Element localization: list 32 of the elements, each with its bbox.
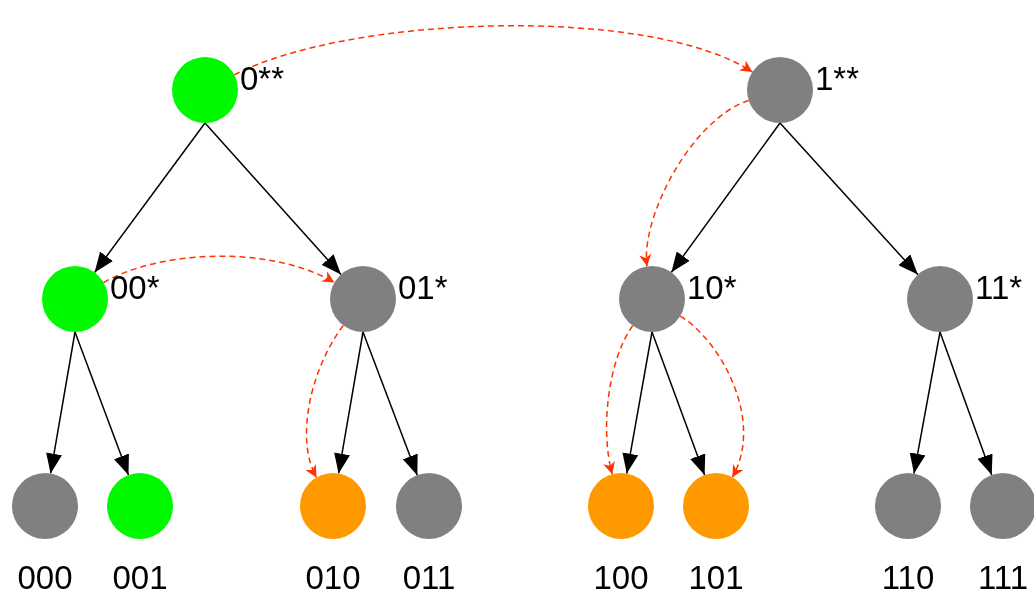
node-label: 111	[977, 561, 1029, 590]
arrow	[909, 331, 941, 475]
dashed-arrow	[679, 315, 745, 479]
node-label: 001	[112, 561, 168, 590]
arrow	[779, 122, 919, 276]
arrow	[362, 331, 419, 476]
dashed-arrow	[603, 325, 634, 475]
node-label: 00*	[110, 271, 160, 304]
node-label: 000	[17, 561, 73, 590]
dashed-arrow	[233, 25, 754, 76]
node-label: 1**	[815, 62, 860, 95]
node-label: 100	[593, 561, 649, 590]
dashed-arrow	[102, 255, 336, 284]
node-label: 10*	[687, 271, 737, 304]
node-label: 11*	[975, 271, 1023, 304]
arrow	[334, 331, 364, 475]
node-label: 0**	[240, 62, 285, 95]
node-label: 010	[305, 561, 361, 590]
arrow	[622, 331, 653, 475]
arrow	[670, 122, 781, 274]
arrow	[93, 122, 206, 274]
arrow	[939, 331, 993, 476]
arrow	[74, 331, 130, 476]
arrow	[46, 331, 76, 475]
dashed-arrow	[305, 324, 344, 479]
node-label: 110	[881, 561, 935, 590]
dashed-arrow	[640, 99, 750, 268]
node-label: 011	[402, 561, 456, 590]
node-label: 01*	[398, 271, 448, 304]
node-label: 101	[688, 561, 744, 590]
arrow	[204, 122, 342, 276]
arrow	[651, 331, 706, 476]
